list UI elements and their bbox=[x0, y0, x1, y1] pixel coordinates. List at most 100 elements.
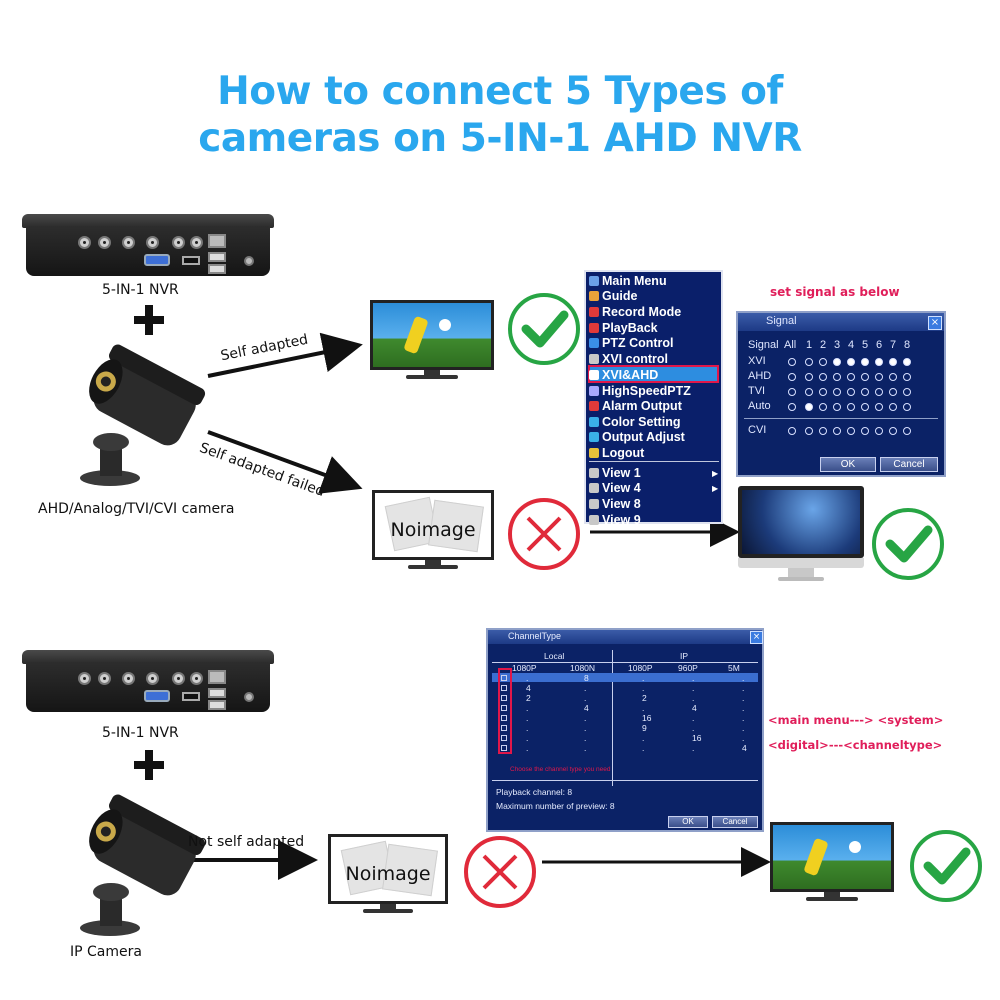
signal-radio[interactable] bbox=[833, 373, 841, 381]
channel-row-checkbox[interactable] bbox=[501, 705, 507, 711]
menu-item-1[interactable]: Guide bbox=[589, 289, 637, 304]
channel-ok-button[interactable]: OK bbox=[668, 816, 708, 828]
signal-header-all: All bbox=[784, 339, 797, 351]
signal-radio[interactable] bbox=[819, 373, 827, 381]
signal-radio[interactable] bbox=[805, 427, 813, 435]
signal-radio[interactable] bbox=[903, 358, 911, 366]
signal-ok-button[interactable]: OK bbox=[820, 457, 876, 472]
channel-cell: 16 bbox=[642, 713, 652, 723]
channel-row-checkbox[interactable] bbox=[501, 735, 507, 741]
menu-item-11[interactable]: Logout bbox=[589, 446, 644, 461]
channel-cell: 4 bbox=[526, 683, 531, 693]
menu-item-icon bbox=[589, 483, 599, 493]
signal-radio[interactable] bbox=[903, 373, 911, 381]
signal-cancel-button[interactable]: Cancel bbox=[880, 457, 938, 472]
signal-radio[interactable] bbox=[847, 388, 855, 396]
menu-item-icon bbox=[589, 468, 599, 478]
signal-radio[interactable] bbox=[875, 427, 883, 435]
channel-cell: . bbox=[742, 703, 745, 713]
channel-row-checkbox[interactable] bbox=[501, 715, 507, 721]
signal-radio[interactable] bbox=[875, 358, 883, 366]
channel-cell: . bbox=[584, 743, 587, 753]
signal-radio[interactable] bbox=[861, 388, 869, 396]
submenu-arrow-icon: ▶ bbox=[712, 469, 719, 478]
signal-radio[interactable] bbox=[861, 403, 869, 411]
menu-item-2[interactable]: Record Mode bbox=[589, 305, 681, 320]
close-icon[interactable]: × bbox=[750, 631, 763, 644]
menu-item-label: Main Menu bbox=[602, 274, 667, 288]
signal-radio[interactable] bbox=[847, 358, 855, 366]
menu-item-5[interactable]: XVI control bbox=[589, 352, 668, 367]
signal-radio[interactable] bbox=[875, 403, 883, 411]
channel-row-checkbox[interactable] bbox=[501, 695, 507, 701]
menu-item-13[interactable]: View 4▶ bbox=[589, 481, 718, 496]
signal-radio[interactable] bbox=[819, 388, 827, 396]
signal-header-channel: 4 bbox=[848, 339, 855, 351]
signal-header-channel: 2 bbox=[820, 339, 827, 351]
signal-radio[interactable] bbox=[875, 388, 883, 396]
channel-cell: 2 bbox=[642, 693, 647, 703]
instruction-channeltype-line2: <digital>---<channeltype> bbox=[768, 738, 943, 752]
signal-header-channel: 5 bbox=[862, 339, 869, 351]
menu-item-10[interactable]: Output Adjust bbox=[589, 430, 685, 445]
menu-item-label: PTZ Control bbox=[602, 336, 674, 350]
signal-radio[interactable] bbox=[889, 427, 897, 435]
signal-radio[interactable] bbox=[903, 388, 911, 396]
channel-cell: 2 bbox=[526, 693, 531, 703]
nvr-device-bottom bbox=[22, 650, 274, 712]
signal-radio[interactable] bbox=[788, 388, 796, 396]
signal-radio[interactable] bbox=[833, 403, 841, 411]
signal-radio[interactable] bbox=[805, 373, 813, 381]
signal-radio[interactable] bbox=[889, 403, 897, 411]
menu-item-icon bbox=[589, 323, 599, 333]
signal-radio[interactable] bbox=[819, 358, 827, 366]
channel-cancel-button[interactable]: Cancel bbox=[712, 816, 758, 828]
channel-cell: . bbox=[526, 703, 529, 713]
signal-radio[interactable] bbox=[847, 427, 855, 435]
channel-column-header: 5M bbox=[728, 663, 740, 673]
menu-item-8[interactable]: Alarm Output bbox=[589, 399, 682, 414]
signal-radio[interactable] bbox=[833, 427, 841, 435]
signal-radio[interactable] bbox=[847, 403, 855, 411]
signal-radio[interactable] bbox=[805, 403, 813, 411]
close-icon[interactable]: × bbox=[928, 316, 942, 330]
signal-header-channel: 6 bbox=[876, 339, 883, 351]
menu-item-3[interactable]: PlayBack bbox=[589, 321, 658, 336]
signal-radio[interactable] bbox=[889, 358, 897, 366]
channel-cell: . bbox=[692, 713, 695, 723]
signal-radio[interactable] bbox=[861, 427, 869, 435]
menu-item-12[interactable]: View 1▶ bbox=[589, 466, 718, 481]
signal-radio[interactable] bbox=[903, 403, 911, 411]
signal-radio[interactable] bbox=[889, 373, 897, 381]
signal-radio[interactable] bbox=[788, 427, 796, 435]
channel-row-checkbox[interactable] bbox=[501, 685, 507, 691]
signal-radio[interactable] bbox=[889, 388, 897, 396]
signal-radio[interactable] bbox=[819, 427, 827, 435]
signal-radio[interactable] bbox=[861, 373, 869, 381]
channel-row-checkbox[interactable] bbox=[501, 675, 507, 681]
signal-radio[interactable] bbox=[788, 403, 796, 411]
signal-divider bbox=[744, 418, 938, 419]
menu-item-9[interactable]: Color Setting bbox=[589, 415, 680, 430]
signal-radio[interactable] bbox=[805, 388, 813, 396]
signal-radio[interactable] bbox=[903, 427, 911, 435]
menu-item-14[interactable]: View 8 bbox=[589, 497, 641, 512]
signal-radio[interactable] bbox=[833, 388, 841, 396]
menu-item-4[interactable]: PTZ Control bbox=[589, 336, 674, 351]
menu-item-7[interactable]: HighSpeedPTZ bbox=[589, 384, 691, 399]
signal-radio[interactable] bbox=[819, 403, 827, 411]
menu-item-15[interactable]: View 9 bbox=[589, 513, 641, 528]
channel-cell: . bbox=[526, 743, 529, 753]
signal-radio[interactable] bbox=[847, 373, 855, 381]
channel-row-checkbox[interactable] bbox=[501, 745, 507, 751]
menu-item-0[interactable]: Main Menu bbox=[589, 274, 667, 289]
plus-icon-bottom bbox=[134, 750, 164, 780]
menu-item-6[interactable]: XVI&AHD bbox=[589, 368, 658, 383]
signal-radio[interactable] bbox=[788, 358, 796, 366]
signal-radio[interactable] bbox=[875, 373, 883, 381]
signal-radio[interactable] bbox=[788, 373, 796, 381]
channel-row-checkbox[interactable] bbox=[501, 725, 507, 731]
signal-radio[interactable] bbox=[833, 358, 841, 366]
signal-radio[interactable] bbox=[805, 358, 813, 366]
signal-radio[interactable] bbox=[861, 358, 869, 366]
